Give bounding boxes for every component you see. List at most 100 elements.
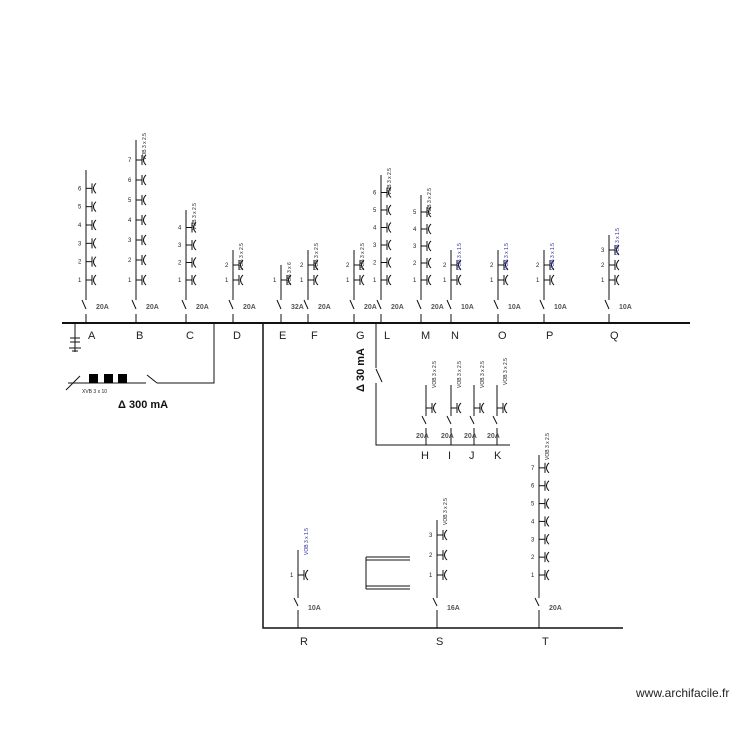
point-number: 5 (373, 208, 377, 214)
point-number: 5 (413, 210, 417, 216)
circuit-label: C (186, 330, 194, 342)
point-number: 4 (531, 519, 535, 525)
breaker-rating: 20A (391, 304, 404, 311)
point-number: 5 (531, 502, 535, 508)
point-number: 4 (178, 226, 182, 232)
point-number: 2 (346, 263, 350, 269)
point-number: 1 (78, 278, 82, 284)
point-number: 3 (178, 243, 182, 249)
cable-label: VOB 3 x 2.5 (142, 133, 148, 160)
circuit-label: F (311, 330, 318, 342)
point-number: 2 (601, 263, 605, 269)
point-number: 3 (429, 533, 433, 539)
point-number: 2 (128, 258, 132, 264)
breaker-switch (228, 299, 234, 310)
cable-label: VOB 3 x 2.5 (443, 498, 449, 525)
circuit-label: Q (610, 330, 619, 342)
point-number: 7 (128, 158, 132, 164)
circuit-label: M (421, 330, 430, 342)
supply-line (65, 323, 215, 391)
point-number: 4 (373, 226, 377, 232)
breaker-switch (303, 299, 309, 310)
point-number: 6 (78, 186, 82, 192)
circuit-label: T (542, 636, 549, 648)
breaker-switch (604, 299, 610, 310)
circuit-label: S (436, 636, 443, 648)
breaker-rating: 20A (549, 605, 562, 612)
point-number: 6 (531, 484, 535, 490)
point-number: 1 (413, 278, 417, 284)
breaker-switch (81, 299, 87, 310)
breaker-switch (349, 299, 355, 310)
point-number: 3 (78, 241, 82, 247)
breaker-rating: 20A (318, 304, 331, 311)
cable-label: VOB 3 x 2.5 (480, 361, 486, 388)
circuit-label: H (421, 450, 429, 462)
point-number: 6 (373, 191, 377, 197)
point-number: 4 (78, 223, 82, 229)
point-number: 3 (601, 248, 605, 254)
breaker-rating: 10A (508, 304, 521, 311)
breaker-rating: 10A (554, 304, 567, 311)
circuit-label: I (448, 450, 451, 462)
breaker-rating: 20A (431, 304, 444, 311)
point-number: 1 (225, 278, 229, 284)
cable-label: VOB 3 x 1.5 (304, 528, 310, 555)
circuit-label: D (233, 330, 241, 342)
point-number: 2 (300, 263, 304, 269)
breaker-switch (539, 299, 545, 310)
point-number: 5 (78, 205, 82, 211)
circuit-label: O (498, 330, 507, 342)
cable-bundle-symbol (365, 556, 410, 590)
circuit-label: A (88, 330, 96, 342)
sub-differential-branch (375, 323, 510, 446)
cable-label: VOB 3 x 2.5 (192, 203, 198, 230)
watermark: www.archifacile.fr (636, 686, 730, 700)
point-number: 1 (273, 278, 277, 284)
point-number: 1 (178, 278, 182, 284)
point-number: 2 (225, 263, 229, 269)
breaker-rating: 20A (96, 304, 109, 311)
upper-circuits: 1 2 3 4 5 6 20A A 1 2 3 4 5 6 7 20A VOB 3 x 2.5B 1 2 3 4 20A V… (78, 133, 632, 342)
breaker-rating: 32A (291, 304, 304, 311)
breaker-rating: 20A (146, 304, 159, 311)
point-number: 3 (128, 238, 132, 244)
breaker-rating: 10A (308, 605, 321, 612)
point-number: 2 (536, 263, 540, 269)
cable-label: VOB 3 x 2.5 (545, 433, 551, 460)
cable-label: VOB 3 x 2.5 (503, 358, 509, 385)
point-number: 5 (128, 198, 132, 204)
circuit-label: L (384, 330, 390, 342)
point-number: 1 (373, 278, 377, 284)
breaker-rating: 20A (487, 433, 500, 440)
breaker-rating: 10A (619, 304, 632, 311)
point-number: 1 (443, 278, 447, 284)
point-number: 2 (490, 263, 494, 269)
point-number: 1 (128, 278, 132, 284)
cable-label: VOB 3 x 1.5 (457, 243, 463, 270)
breaker-rating: 20A (416, 433, 429, 440)
circuit-label: B (136, 330, 143, 342)
cable-label: VOB 3 x 2.5 (239, 243, 245, 270)
breaker-switch (376, 299, 382, 310)
cable-label: VOB 3 x 1.5 (504, 243, 510, 270)
point-number: 2 (413, 261, 417, 267)
point-number: 1 (429, 573, 433, 579)
point-number: 2 (373, 261, 377, 267)
point-number: 2 (443, 263, 447, 269)
circuit-label: E (279, 330, 286, 342)
breaker-rating: 20A (464, 433, 477, 440)
